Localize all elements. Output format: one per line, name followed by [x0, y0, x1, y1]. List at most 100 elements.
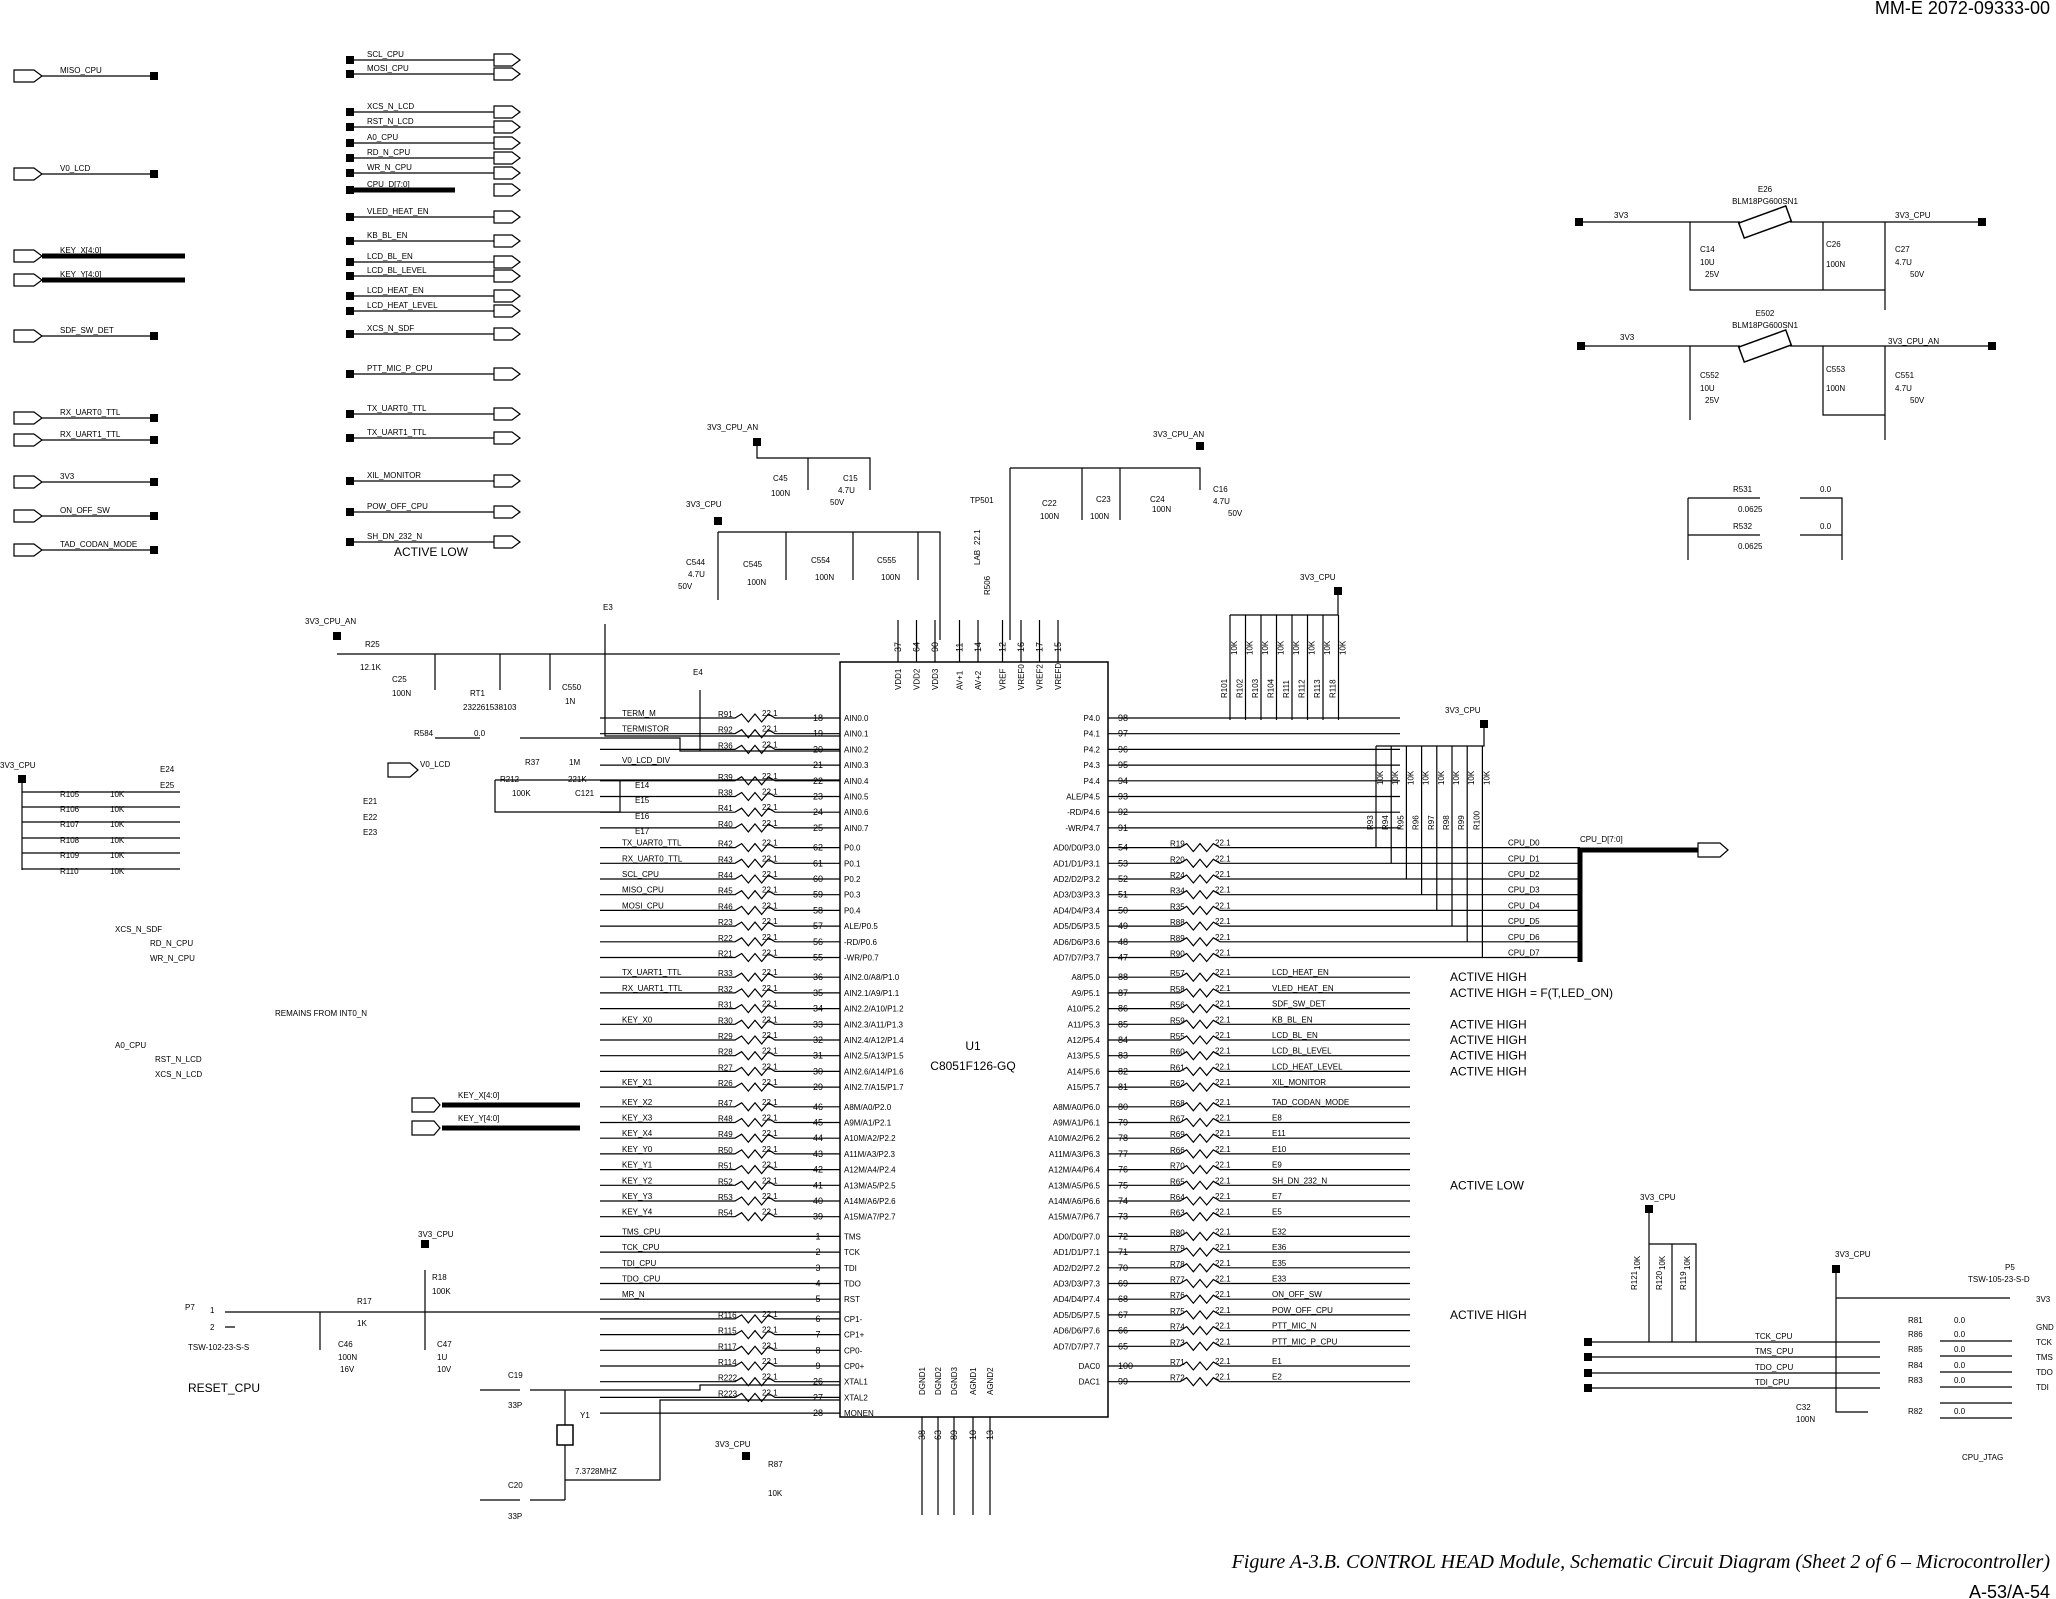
- svg-text:GND: GND: [2036, 1323, 2054, 1332]
- svg-text:TDI_CPU: TDI_CPU: [1755, 1378, 1789, 1387]
- resistor-R61: [1108, 1066, 1275, 1077]
- resistor-value-R48: 22.1: [762, 1114, 778, 1123]
- cpu-data-bus-label: CPU_D[7:0]: [1580, 835, 1623, 844]
- svg-text:C20: C20: [508, 1481, 523, 1490]
- svg-text:C16: C16: [1213, 485, 1228, 494]
- resistor-R33: [600, 972, 840, 983]
- mcu-u1: [839, 661, 1109, 1418]
- right-port-5: [493, 151, 521, 165]
- left-port-label-0: MISO_CPU: [60, 66, 102, 75]
- resistor-R27: [600, 1066, 840, 1077]
- resistor-R32: [600, 987, 840, 998]
- svg-text:V0_LCD: V0_LCD: [420, 760, 450, 769]
- top-pin-name-90: VDD3: [931, 668, 940, 690]
- resistor-R67: [1108, 1117, 1275, 1128]
- signal-right-13: CPU_D5: [1508, 917, 1540, 926]
- resistor-label-R77: R77: [1170, 1276, 1185, 1285]
- pin-name-right-A14M/A6/P6.6: A14M/A6/P6.6: [1048, 1197, 1100, 1206]
- svg-text:0.0: 0.0: [1954, 1376, 1966, 1385]
- resistor-value-R73: 22.1: [1215, 1337, 1231, 1346]
- svg-text:100N: 100N: [1826, 384, 1845, 393]
- signal-left-12: MOSI_CPU: [622, 901, 664, 910]
- resistor-label-R46: R46: [718, 902, 733, 911]
- svg-text:10V: 10V: [437, 1365, 452, 1374]
- svg-text:3V3_CPU_AN: 3V3_CPU_AN: [305, 617, 356, 626]
- signal-right-39: PTT_MIC_P_CPU: [1272, 1337, 1338, 1346]
- resistor-value-R30: 22.1: [762, 1015, 778, 1024]
- resistor-label-R24: R24: [1170, 871, 1185, 880]
- svg-text:50V: 50V: [1228, 509, 1243, 518]
- pullup-label-R99: R99: [1457, 815, 1466, 830]
- pullup-label-R95: R95: [1396, 815, 1405, 830]
- resistor-value-R26: 22.1: [762, 1078, 778, 1087]
- pin-name-left-5: RST: [844, 1295, 860, 1304]
- signal-left-19: KEY_X0: [622, 1015, 653, 1024]
- svg-text:100N: 100N: [1090, 512, 1109, 521]
- resistor-R28: [600, 1050, 840, 1061]
- svg-text:C32: C32: [1796, 1403, 1811, 1412]
- resistor-R92: [600, 728, 840, 739]
- svg-text:E16: E16: [635, 812, 650, 821]
- svg-text:4.7U: 4.7U: [1895, 384, 1912, 393]
- resistor-label-R41: R41: [718, 804, 733, 813]
- resistor-value-R90: 22.1: [1215, 949, 1231, 958]
- pin-name-right-AD2/D2/P3.2: AD2/D2/P3.2: [1053, 875, 1100, 884]
- left-port-label-3: KEY_Y[4:0]: [60, 270, 101, 279]
- resistor-label-R88: R88: [1170, 918, 1185, 927]
- svg-text:C550: C550: [562, 683, 582, 692]
- signal-right-15: CPU_D7: [1508, 949, 1540, 958]
- svg-text:C22: C22: [1042, 499, 1057, 508]
- pin-name-right-AD0/D0/P7.0: AD0/D0/P7.0: [1053, 1232, 1100, 1241]
- resistor-label-R32: R32: [718, 985, 733, 994]
- svg-text:R119: R119: [1679, 1271, 1688, 1290]
- pin-name-left-39: A15M/A7/P2.7: [844, 1213, 896, 1222]
- svg-text:C47: C47: [437, 1340, 452, 1349]
- resistor-value-R33: 22.1: [762, 968, 778, 977]
- svg-text:R84: R84: [1908, 1361, 1923, 1370]
- top-pin-number-14: 14: [973, 642, 983, 652]
- right-port-label-14: XCS_N_SDF: [367, 324, 414, 333]
- pin-name-left-30: AIN2.6/A14/P1.6: [844, 1067, 904, 1076]
- svg-text:BLM18PG600SN1: BLM18PG600SN1: [1732, 197, 1798, 206]
- resistor-label-R90: R90: [1170, 950, 1185, 959]
- signal-right-41: E2: [1272, 1373, 1282, 1382]
- right-port-label-1: MOSI_CPU: [367, 64, 409, 73]
- svg-text:C555: C555: [877, 556, 897, 565]
- svg-text:3V3_CPU: 3V3_CPU: [418, 1230, 454, 1239]
- left-port-label-7: 3V3: [60, 472, 75, 481]
- svg-text:C15: C15: [843, 474, 858, 483]
- right-port-19: [493, 505, 521, 519]
- pin-name-left-36: AIN2.0/A8/P1.0: [844, 973, 900, 982]
- pin-name-left-34: AIN2.2/A10/P1.2: [844, 1005, 904, 1014]
- left-port-node-6: [150, 436, 158, 444]
- svg-text:0.0: 0.0: [1954, 1407, 1966, 1416]
- svg-text:12.1K: 12.1K: [360, 663, 382, 672]
- reset-circuit: 3V3_CPU P7 1 2 TSW-102-23-S-S RESET_CPU …: [185, 1230, 840, 1395]
- pin-name-left-59: P0.3: [844, 891, 861, 900]
- signal-right-9: CPU_D1: [1508, 854, 1540, 863]
- svg-text:10K: 10K: [1658, 1255, 1667, 1270]
- left-port-6: [13, 433, 43, 447]
- svg-text:E15: E15: [635, 796, 650, 805]
- svg-text:C23: C23: [1096, 495, 1111, 504]
- svg-text:WR_N_CPU: WR_N_CPU: [150, 954, 195, 963]
- resistor-R64: [1108, 1196, 1275, 1206]
- svg-text:1: 1: [210, 1306, 215, 1315]
- resistor-value-R55: 22.1: [1215, 1031, 1231, 1040]
- pin-name-left-18: AIN0.0: [844, 714, 869, 723]
- pin-name-left-41: A13M/A5/P2.5: [844, 1181, 896, 1190]
- pin-name-left-26: XTAL1: [844, 1378, 868, 1387]
- right-port-13: [493, 304, 521, 318]
- pullup-value-R103: 10K: [1261, 640, 1270, 655]
- signal-left-17: RX_UART1_TTL: [622, 984, 683, 993]
- mcu-part: C8051F126-GQ: [930, 1059, 1015, 1073]
- signal-left-10: SCL_CPU: [622, 870, 659, 879]
- svg-text:C551: C551: [1895, 371, 1915, 380]
- pin-name-right-AD5/D5/P7.5: AD5/D5/P7.5: [1053, 1311, 1100, 1320]
- resistor-label-R117: R117: [718, 1342, 737, 1351]
- signal-right-38: PTT_MIC_N: [1272, 1322, 1317, 1331]
- note-0: ACTIVE HIGH: [1450, 970, 1527, 984]
- right-port-label-13: LCD_HEAT_LEVEL: [367, 301, 438, 310]
- pin-name-left-61: P0.1: [844, 859, 861, 868]
- pullup-value-R113: 10K: [1323, 640, 1332, 655]
